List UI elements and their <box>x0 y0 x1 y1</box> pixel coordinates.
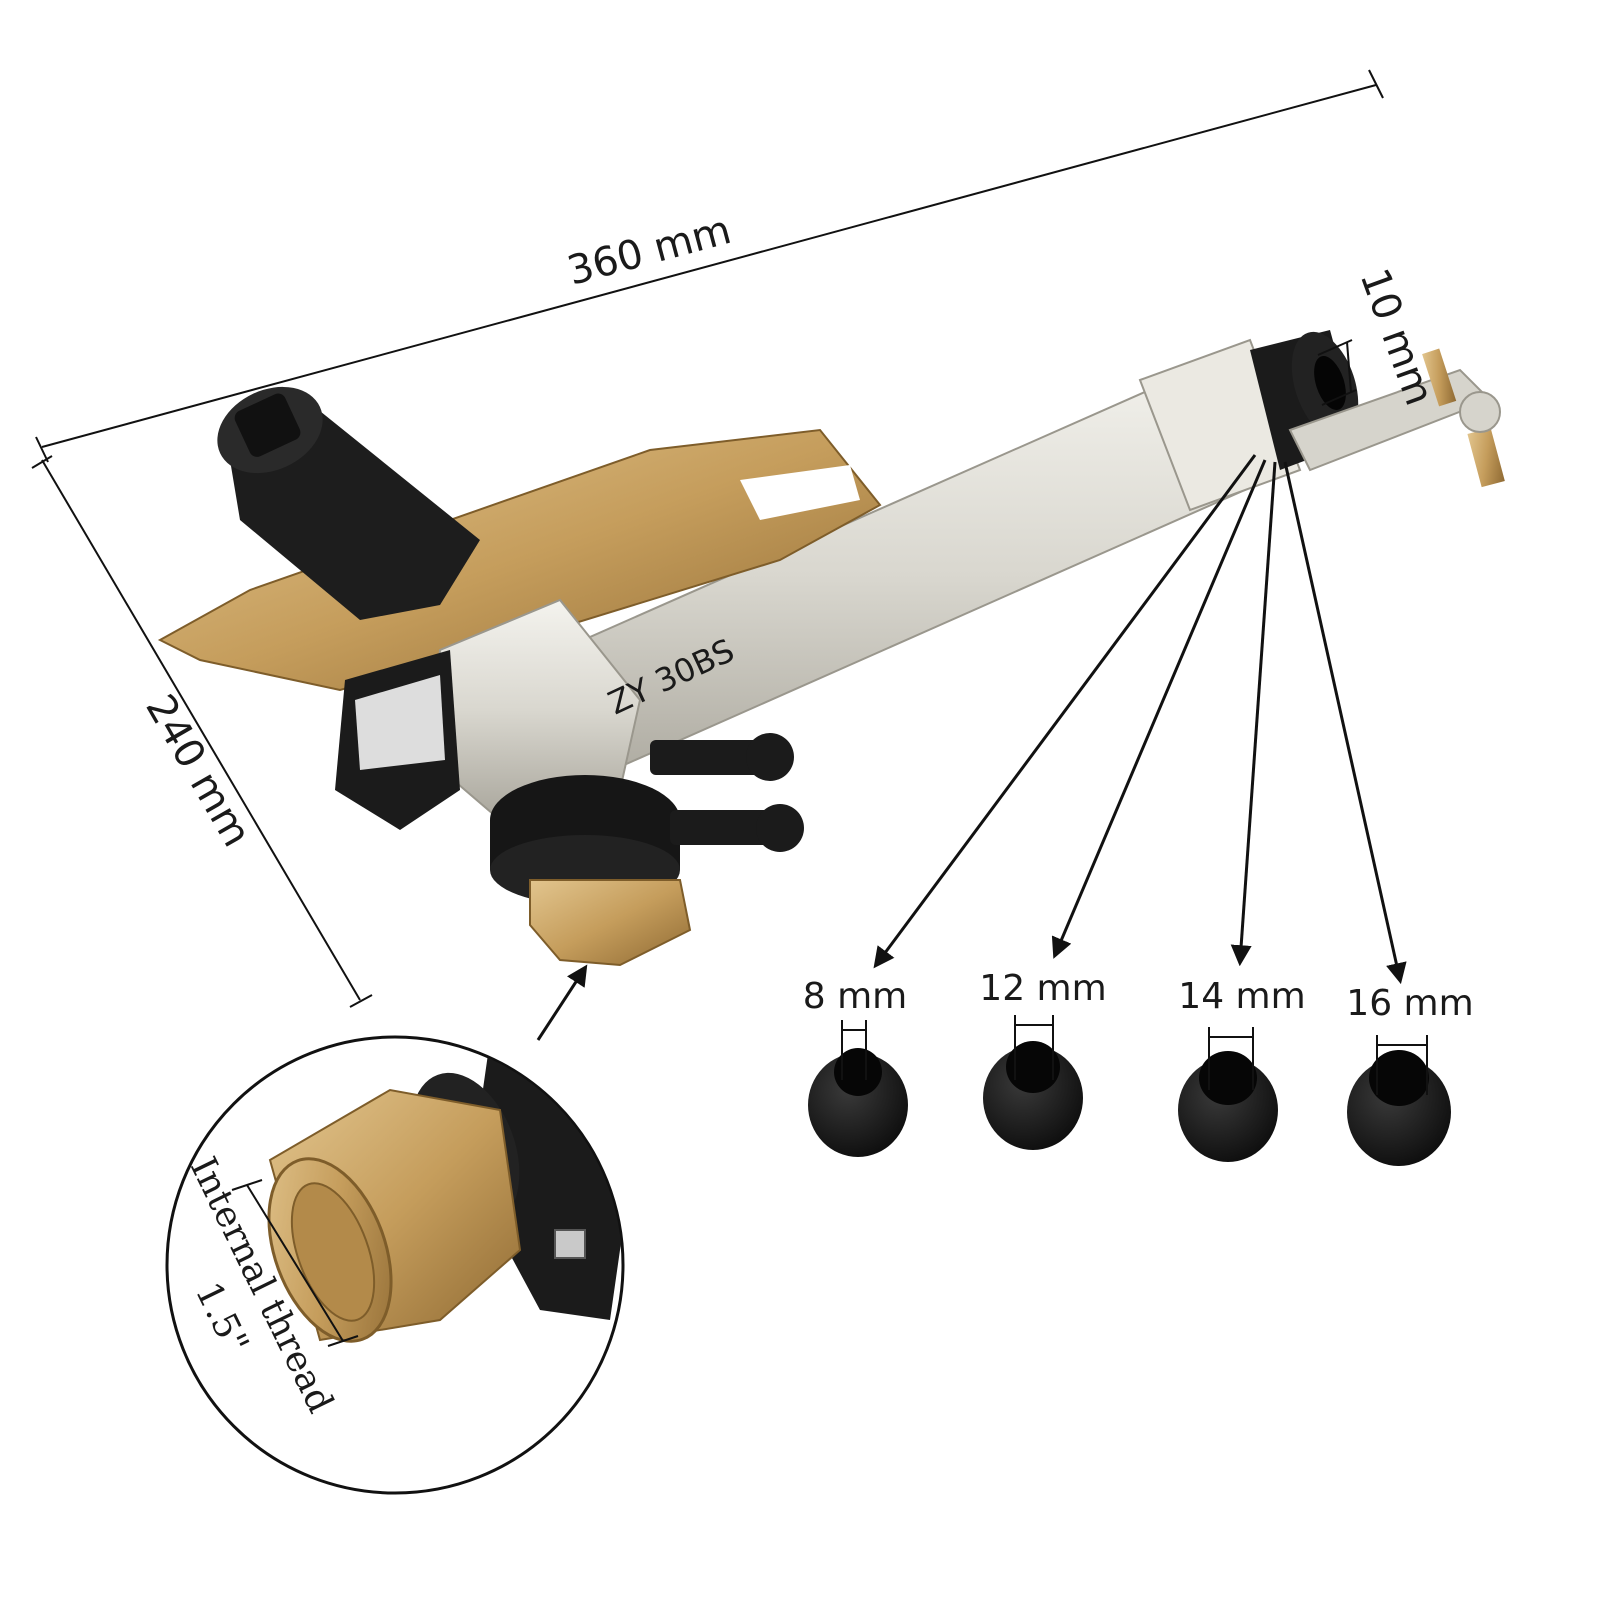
thread-detail-callout: Internal thread 1.5" <box>165 1035 625 1495</box>
nozzle-leader-lines <box>873 454 1407 985</box>
nozzle-label: 8 mm <box>803 976 907 1017</box>
nozzle-14mm: 14 mm <box>1178 976 1306 1162</box>
nozzle-8mm: 8 mm <box>803 976 908 1157</box>
nozzle-label: 16 mm <box>1346 983 1473 1024</box>
height-label: 240 mm <box>136 687 259 855</box>
nozzle-label: 14 mm <box>1178 976 1305 1017</box>
brass-base <box>529 879 692 967</box>
nozzle-16mm: 16 mm <box>1346 983 1474 1166</box>
nozzle-label: 12 mm <box>979 968 1106 1009</box>
bearing-collar <box>490 775 680 905</box>
sprinkler-illustration: ZY 30BS <box>157 330 1505 967</box>
brass-tip <box>1422 348 1505 488</box>
outlet-label: 10 mm <box>1351 263 1443 412</box>
dimension-length-line <box>35 69 1384 463</box>
nozzle-12mm: 12 mm <box>979 968 1107 1150</box>
counterweight <box>217 386 480 620</box>
outlet-bracket <box>1317 339 1357 406</box>
detail-pointer <box>536 964 588 1041</box>
dimension-height-line <box>31 455 373 1008</box>
adjustment-screws <box>650 733 804 852</box>
